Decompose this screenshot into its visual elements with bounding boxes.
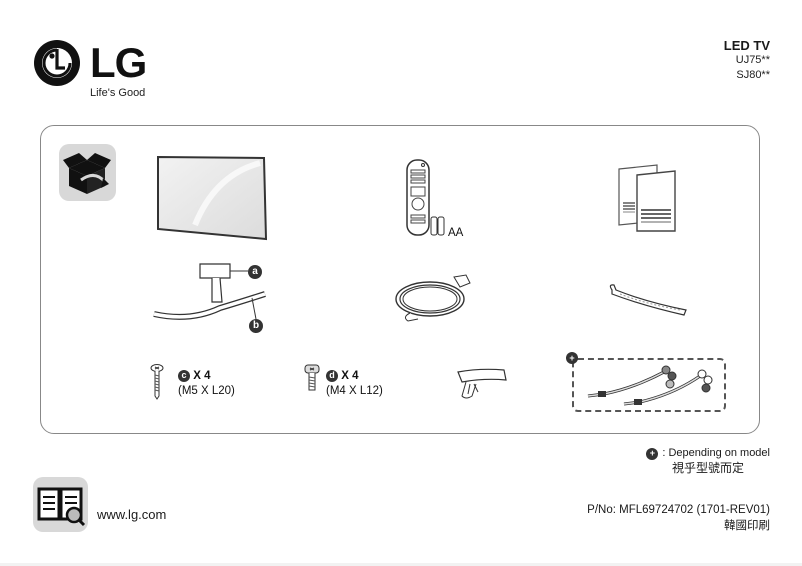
stand-parts: a b xyxy=(150,262,280,337)
screw-c-label: c X 4 xyxy=(178,369,210,383)
note-text-cjk: 視乎型號而定 xyxy=(671,461,744,475)
screw-c-spec: (M5 X L20) xyxy=(178,385,235,397)
model-info: LED TV UJ75** SJ80** xyxy=(724,38,770,83)
model-2: SJ80** xyxy=(736,69,770,81)
stand-badge-a: a xyxy=(248,265,262,279)
screw-d-icon xyxy=(304,364,320,391)
screw-d-qty: X 4 xyxy=(341,370,359,382)
manuals-icon xyxy=(618,164,676,232)
magic-remote: AA xyxy=(406,159,463,241)
battery-icon xyxy=(430,216,445,236)
screw-c-badge: c xyxy=(178,369,190,382)
power-cord-icon xyxy=(395,274,471,322)
printed-in: 韓國印刷 xyxy=(724,520,770,532)
screw-d-spec: (M4 X L12) xyxy=(326,385,383,397)
unbox-icon xyxy=(59,144,116,201)
brand-tagline: Life's Good xyxy=(90,87,146,99)
cable-guide-icon xyxy=(609,284,687,316)
stand-badge-b: b xyxy=(249,319,263,333)
av-cable-icon xyxy=(587,365,713,406)
page-bottom-edge xyxy=(0,563,802,566)
screw-d-badge: d xyxy=(326,369,338,382)
lg-logo: LG Life's Good xyxy=(32,38,162,102)
screw-c-qty: X 4 xyxy=(193,370,211,382)
manual-book-icon xyxy=(33,477,88,532)
screw-c-icon xyxy=(150,364,164,400)
model-1: UJ75** xyxy=(735,54,770,66)
brand-name: LG xyxy=(90,39,147,86)
stand-icon xyxy=(153,263,266,320)
battery-label: AA xyxy=(448,227,464,239)
product-type: LED TV xyxy=(723,38,770,53)
remote-icon xyxy=(406,159,430,236)
website-link[interactable]: www.lg.com xyxy=(97,507,167,522)
part-number: P/No: MFL69724702 (1701-REV01) xyxy=(587,504,770,516)
optional-av-cables xyxy=(572,358,726,412)
cable-holder-icon xyxy=(457,368,507,399)
note-text: : Depending on model xyxy=(662,447,770,459)
tv-icon xyxy=(157,155,267,241)
plus-circle-icon: + xyxy=(646,447,659,460)
optional-plus-badge: + xyxy=(566,352,578,364)
screw-d-label: d X 4 xyxy=(326,369,358,383)
lg-face-icon xyxy=(34,40,80,86)
part-number-block: P/No: MFL69724702 (1701-REV01) 韓國印刷 xyxy=(587,502,770,534)
model-dependent-note: + : Depending on model 視乎型號而定 xyxy=(646,446,770,476)
